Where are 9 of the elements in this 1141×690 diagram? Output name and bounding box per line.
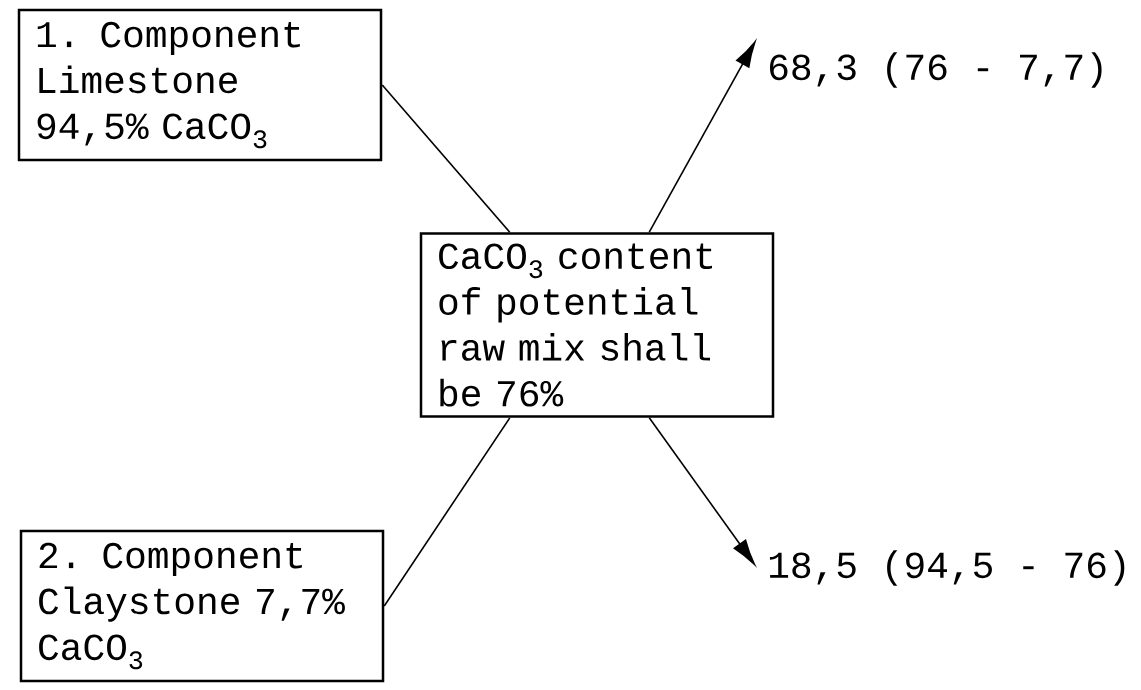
component-box: 2. Component Claystone 7,7% CaCO$_{3}$ <box>19 529 385 683</box>
target-box: CaCO$_{3}$ content of potential raw mix shall be 76% <box>419 232 775 418</box>
arrow <box>648 417 756 566</box>
connector-line <box>381 84 511 233</box>
arrow <box>648 41 756 233</box>
connector-line <box>383 417 511 607</box>
result-text: 18,5 (94,5 - 76) <box>769 550 1125 586</box>
result-text: 68,3 (76 - 7,7) <box>770 52 1102 88</box>
component-box: 1. Component Limestone 94,5% CaCO$_{3}$ <box>17 8 383 162</box>
